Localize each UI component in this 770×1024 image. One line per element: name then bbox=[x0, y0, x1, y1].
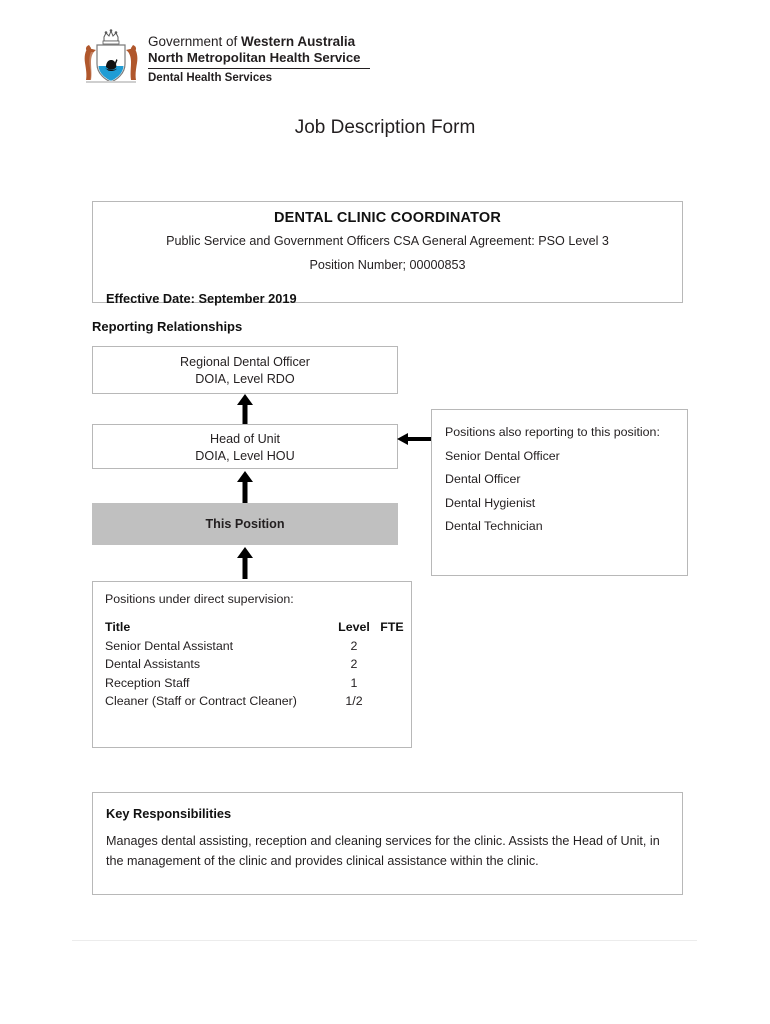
letterhead-line1-bold: Western Australia bbox=[241, 34, 356, 49]
positions-under-supervision-box: Positions under direct supervision: Titl… bbox=[92, 581, 412, 748]
letterhead-line1-prefix: Government of bbox=[148, 34, 242, 49]
row-fte bbox=[375, 692, 409, 711]
table-row: Senior Dental Assistant 2 bbox=[105, 637, 409, 656]
rdo-title: Regional Dental Officer bbox=[180, 355, 310, 369]
row-title: Cleaner (Staff or Contract Cleaner) bbox=[105, 694, 297, 708]
row-level: 1/2 bbox=[345, 694, 363, 708]
column-header-level: Level bbox=[338, 620, 370, 634]
supervision-caption: Positions under direct supervision: bbox=[105, 592, 294, 606]
arrow-up-icon bbox=[236, 471, 254, 503]
row-fte bbox=[375, 637, 409, 656]
wa-government-crest-icon bbox=[82, 28, 140, 90]
hou-title: Head of Unit bbox=[209, 432, 280, 446]
letterhead-line-dental: Dental Health Services bbox=[148, 72, 273, 84]
column-header-title: Title bbox=[105, 620, 131, 634]
position-agreement: Public Service and Government Officers C… bbox=[166, 234, 609, 248]
rdo-level: DOIA, Level RDO bbox=[195, 372, 295, 386]
row-fte bbox=[375, 674, 409, 693]
list-item: Dental Technician bbox=[445, 519, 543, 533]
page-title: Job Description Form bbox=[294, 117, 476, 138]
arrow-up-icon bbox=[236, 547, 254, 579]
row-title: Senior Dental Assistant bbox=[105, 638, 234, 653]
positions-also-reporting-box: Positions also reporting to this positio… bbox=[431, 409, 688, 576]
row-level: 2 bbox=[350, 657, 358, 671]
key-responsibilities-title: Key Responsibilities bbox=[106, 806, 232, 821]
row-level: 1 bbox=[350, 675, 358, 690]
table-header-row: Title Level FTE bbox=[105, 618, 409, 637]
list-item: Senior Dental Officer bbox=[445, 448, 560, 463]
position-number: Position Number; 00000853 bbox=[309, 258, 466, 272]
org-box-regional-dental-officer: Regional Dental Officer DOIA, Level RDO bbox=[92, 346, 398, 394]
row-title: Dental Assistants bbox=[105, 657, 201, 671]
position-header-box: DENTAL CLINIC COORDINATOR Public Service… bbox=[92, 201, 683, 306]
list-item: Dental Hygienist bbox=[445, 495, 536, 510]
this-position-label: This Position bbox=[205, 517, 285, 531]
table-row: Cleaner (Staff or Contract Cleaner) 1/2 bbox=[105, 692, 409, 711]
row-title: Reception Staff bbox=[105, 675, 190, 690]
table-row: Dental Assistants 2 bbox=[105, 655, 409, 674]
reporting-relationships-heading: Reporting Relationships bbox=[92, 319, 243, 334]
effective-date: Effective Date: September 2019 bbox=[106, 291, 297, 306]
org-box-this-position: This Position bbox=[92, 503, 398, 545]
supervision-table: Title Level FTE Senior Dental Assistant … bbox=[105, 618, 409, 711]
letterhead-line-service: North Metropolitan Health Service bbox=[148, 50, 361, 65]
hou-level: DOIA, Level HOU bbox=[195, 449, 295, 463]
key-responsibilities-box: Key Responsibilities Manages dental assi… bbox=[92, 792, 683, 895]
key-responsibilities-body: Manages dental assisting, reception and … bbox=[106, 834, 660, 868]
footer-divider bbox=[72, 940, 697, 941]
also-reporting-caption: Positions also reporting to this positio… bbox=[445, 425, 660, 439]
arrow-up-icon bbox=[236, 394, 254, 426]
org-box-head-of-unit: Head of Unit DOIA, Level HOU bbox=[92, 424, 398, 469]
arrow-left-icon bbox=[397, 431, 431, 447]
letterhead: Government of Western Australia North Me… bbox=[82, 28, 370, 90]
position-title: DENTAL CLINIC COORDINATOR bbox=[273, 210, 502, 226]
list-item: Dental Officer bbox=[445, 472, 521, 486]
letterhead-line-government: Government of Western Australia bbox=[148, 34, 370, 50]
column-header-fte: FTE bbox=[380, 620, 404, 634]
letterhead-divider bbox=[148, 68, 370, 69]
table-row: Reception Staff 1 bbox=[105, 674, 409, 693]
row-level: 2 bbox=[350, 638, 358, 653]
row-fte bbox=[375, 655, 409, 674]
letterhead-text: Government of Western Australia North Me… bbox=[148, 28, 370, 85]
